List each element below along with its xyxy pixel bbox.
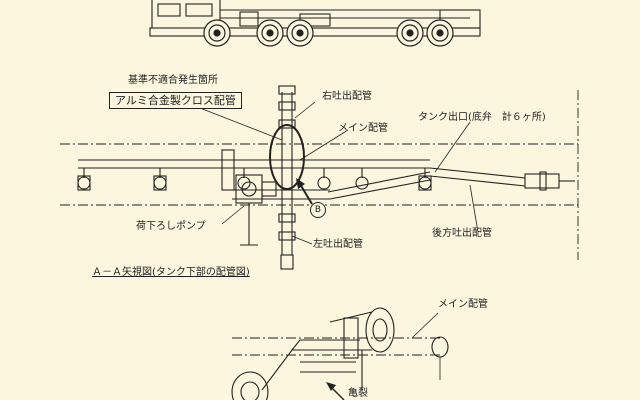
label-main-pipe-detail: メイン配管 xyxy=(438,299,488,310)
marker-b: B xyxy=(310,202,326,218)
label-crack: 亀裂 xyxy=(348,388,368,399)
label-alu-cross: アルミ合金製クロス配管 xyxy=(109,92,242,109)
label-tank-outlet: タンク出口(底弁 計６ヶ所) xyxy=(418,112,546,123)
crack-detail-view xyxy=(231,307,449,400)
label-view-aa: Ａ－Ａ矢視図(タンク下部の配管図) xyxy=(92,267,250,278)
label-left-outlet: 左吐出配管 xyxy=(313,239,363,250)
tank-outlet-valves xyxy=(77,168,432,191)
label-unload-pump: 荷下ろしポンプ xyxy=(136,221,206,232)
unload-pump xyxy=(221,149,277,246)
truck-side-view xyxy=(149,0,481,47)
label-rear-outlet: 後方吐出配管 xyxy=(432,228,492,239)
label-right-outlet: 右吐出配管 xyxy=(322,91,372,102)
label-main-pipe: メイン配管 xyxy=(338,123,388,134)
label-nonconform-site: 基準不適合発生箇所 xyxy=(128,75,218,86)
nonconform-highlight xyxy=(269,124,305,190)
piping-plan-view xyxy=(60,85,579,270)
